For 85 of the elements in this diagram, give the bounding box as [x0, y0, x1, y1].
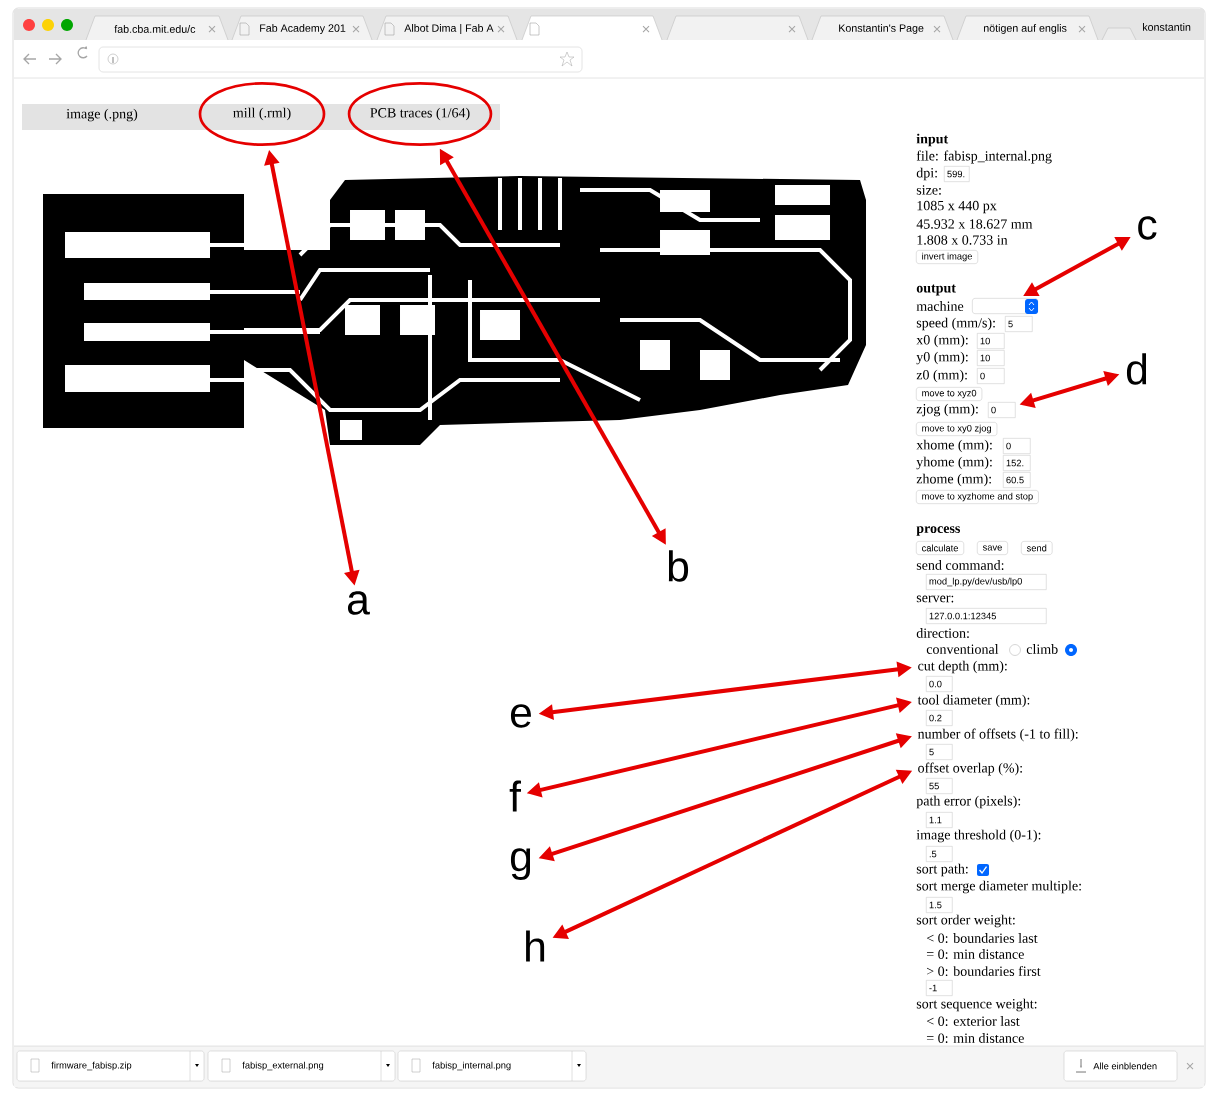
input-field: 10 — [977, 333, 1005, 349]
form-label: machine — [916, 301, 964, 311]
tab-title: Konstantin's Page — [839, 24, 924, 34]
input-field: 152. — [1003, 455, 1031, 471]
input-field: 0 — [977, 368, 1005, 384]
circled-tab: PCB traces (1/64) — [347, 82, 493, 146]
input-field: .5 — [926, 846, 953, 862]
form-label: 1.808 x 0.733 in — [917, 235, 1008, 245]
input-field: 55 — [926, 778, 953, 794]
form-label: climb — [1026, 644, 1058, 654]
input-field: 1.1 — [926, 812, 953, 828]
callout-letter: e — [510, 704, 531, 728]
tab-title: nötigen auf englis — [984, 24, 1067, 34]
form-label: y0 (mm): — [916, 351, 968, 365]
form-label: number of offsets (-1 to fill): — [917, 728, 1078, 742]
form-label: sort order weight: — [916, 914, 1015, 928]
form-label: cut depth (mm): — [918, 660, 1007, 674]
form-label: conventional — [926, 644, 999, 654]
download-item: firmware_fabisp.zip — [16, 1050, 205, 1082]
callout-letter: f — [509, 780, 521, 812]
form-label: < 0: boundaries last — [926, 933, 1038, 943]
input-field: 5 — [1005, 316, 1033, 332]
button: move to xyzhome and stop — [916, 490, 1039, 504]
form-label: speed (mm/s): — [916, 317, 995, 331]
download-item: fabisp_internal.png — [397, 1050, 587, 1082]
input-field: 5 — [926, 744, 953, 760]
button: calculate — [916, 541, 965, 555]
section-heading: input — [916, 133, 949, 147]
button: save — [977, 541, 1008, 555]
profile-name: konstantin — [1143, 23, 1191, 31]
callout-letter: g — [510, 848, 531, 880]
form-label: < 0: exterior last — [926, 1016, 1020, 1026]
form-label: sort merge diameter multiple: — [916, 880, 1081, 894]
form-label: = 0: min distance — [926, 949, 1024, 959]
section-heading: process — [916, 526, 960, 536]
form-label: send command: — [916, 560, 1004, 570]
input-field: 60.5 — [1003, 472, 1031, 488]
input-field: 0 — [988, 402, 1016, 418]
input-field: 10 — [977, 350, 1005, 366]
button: send — [1021, 541, 1053, 555]
form-label: size: — [916, 185, 941, 195]
form-label: = 0: min distance — [926, 1033, 1024, 1043]
callout-letter: c — [1138, 216, 1157, 240]
tab-title: Albot Dima | Fab A — [404, 24, 494, 34]
circled-tab: mill (.rml) — [198, 82, 326, 146]
form-label: direction: — [916, 628, 969, 638]
dropdown — [972, 298, 1038, 314]
callout-letter: a — [347, 591, 370, 615]
form-label: sort sequence weight: — [916, 998, 1037, 1012]
tab-label: image (.png) — [66, 108, 138, 122]
form-label: 1085 x 440 px — [917, 200, 997, 214]
form-label: file: fabisp_internal.png — [916, 150, 1052, 164]
form-label: z0 (mm): — [916, 369, 967, 383]
form-label: offset overlap (%): — [918, 762, 1022, 776]
callout-letter: d — [1126, 353, 1147, 385]
tab-title: fab.cba.mit.edu/c — [114, 25, 196, 33]
form-label: zhome (mm): — [916, 473, 991, 487]
tab-title: Fab Academy 201 — [260, 24, 346, 34]
form-label: > 0: boundaries first — [927, 966, 1041, 977]
button: move to xyz0 — [916, 387, 983, 401]
form-label: xhome (mm): — [916, 439, 992, 453]
form-label: tool diameter (mm): — [917, 694, 1030, 708]
download-item: fabisp_external.png — [207, 1050, 396, 1082]
input-field: 0 — [1003, 438, 1031, 454]
form-label: zjog (mm): — [916, 403, 978, 417]
section-heading: output — [916, 284, 956, 296]
input-field: 1.5 — [926, 897, 953, 913]
form-label: yhome (mm): — [916, 456, 992, 470]
input-field: mod_lp.py/dev/usb/lp0 — [926, 574, 1047, 590]
input-field: -1 — [926, 980, 953, 996]
form-label: sort path: — [916, 863, 968, 877]
button: invert image — [916, 250, 979, 264]
show-all-button: Alle einblenden — [1063, 1050, 1178, 1082]
input-field: 0.2 — [926, 710, 953, 726]
button: move to xy0 zjog — [916, 422, 998, 436]
form-label: x0 (mm): — [916, 334, 968, 348]
input-field: 599. — [944, 166, 970, 182]
form-label: path error (pixels): — [916, 795, 1021, 809]
form-label: 45.932 x 18.627 mm — [916, 219, 1033, 229]
form-label: image threshold (0-1): — [916, 829, 1041, 843]
input-field: 0.0 — [926, 676, 953, 692]
callout-letter: b — [668, 550, 689, 582]
form-label: server: — [916, 595, 954, 603]
callout-letter: h — [526, 930, 545, 962]
input-field: 127.0.0.1:12345 — [926, 608, 1047, 624]
